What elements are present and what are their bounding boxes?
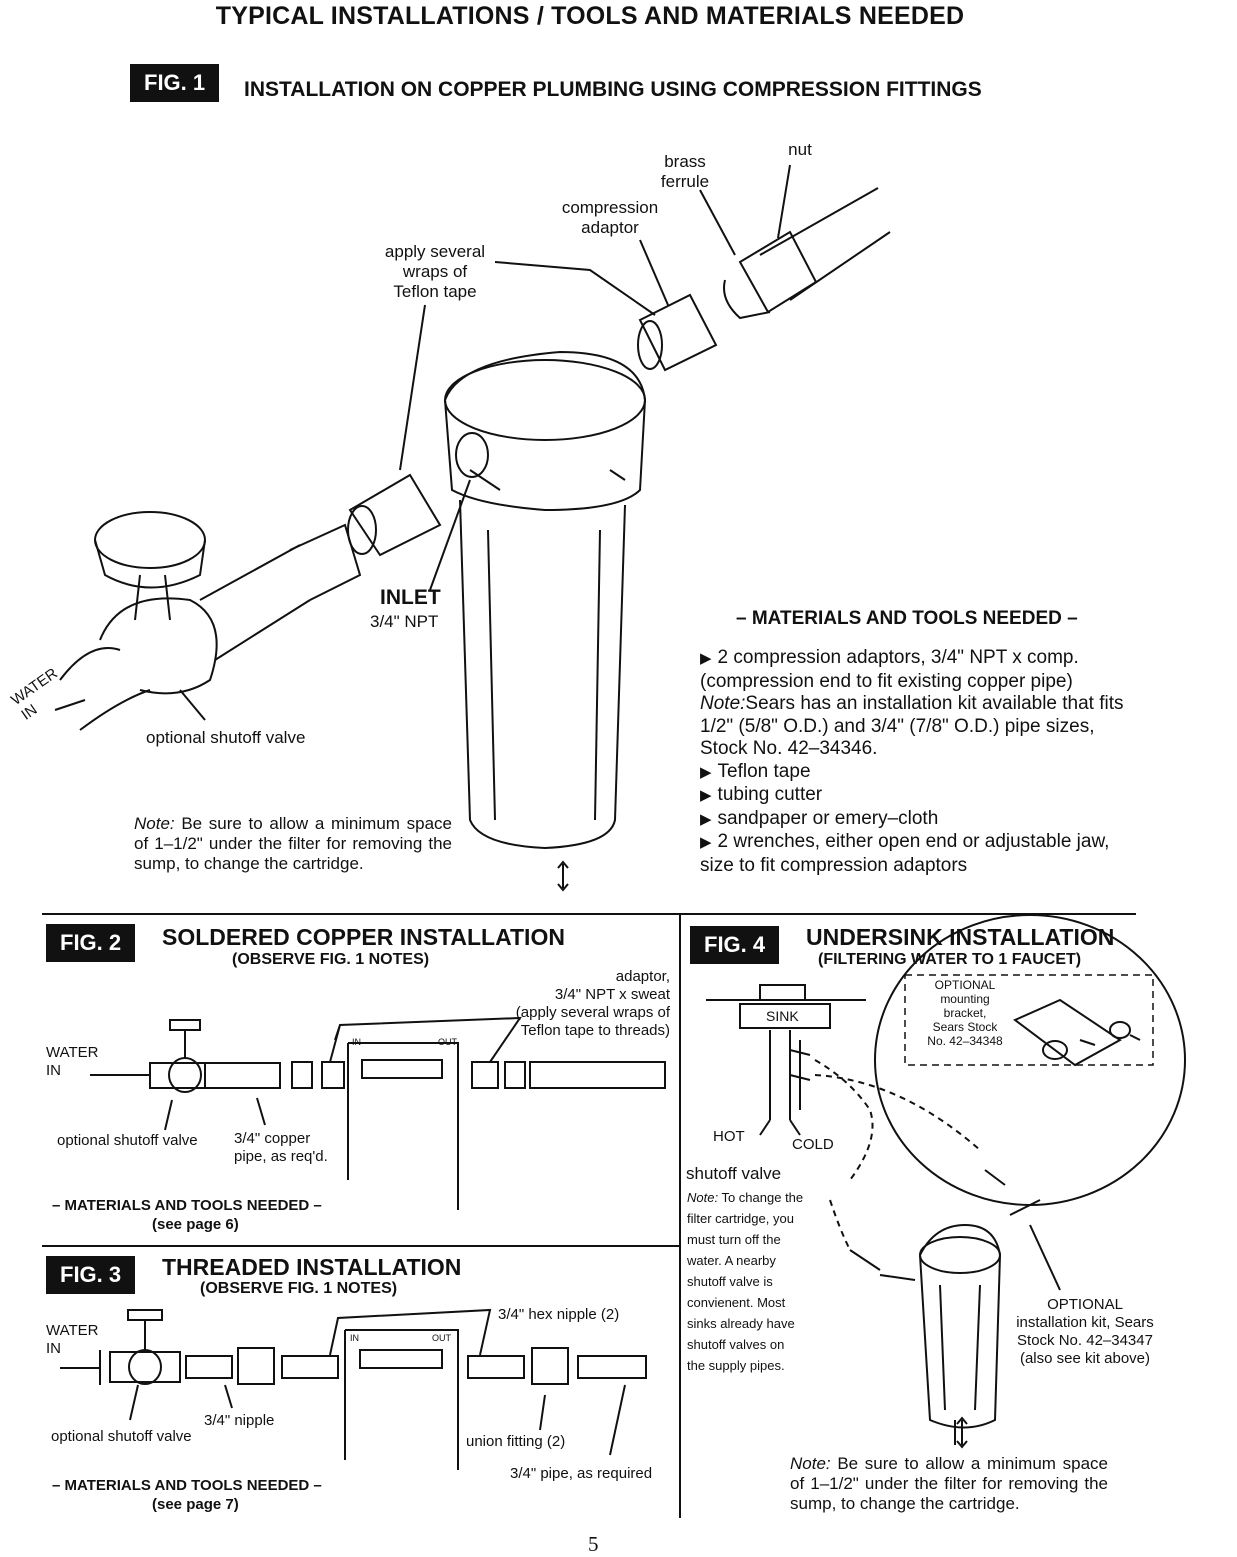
label-shutoff-valve: optional shutoff valve [146, 728, 306, 747]
fig1-materials-heading: – MATERIALS AND TOOLS NEEDED – [736, 608, 1078, 629]
fig1-tag: FIG. 1 [130, 64, 220, 102]
label-shutoff-valve: shutoff valve [686, 1164, 782, 1183]
fig2-subheading: (OBSERVE FIG. 1 NOTES) [232, 951, 430, 968]
label-teflon-tape: apply several wraps of Teflon tape [384, 242, 486, 301]
label-compression-adaptor: compression adaptor [561, 198, 659, 237]
label-water-in: WATER IN [8, 664, 61, 724]
label-shutoff-valve: optional shutoff valve [51, 1428, 192, 1445]
fig4-note: Note: Be sure to allow a minimum space o… [790, 1454, 1108, 1514]
fig3-subheading: (OBSERVE FIG. 1 NOTES) [200, 1280, 398, 1297]
fig1-materials-list: 2 compression adaptors, 3/4" NPT x comp.… [700, 647, 1125, 877]
fig1-note-text: Be sure to allow a minimum space of 1–1/… [134, 814, 452, 873]
label-shutoff-valve: optional shutoff valve [57, 1132, 198, 1149]
fig1-note: Note: Be sure to allow a minimum space o… [134, 814, 452, 874]
fig4-heading: UNDERSINK INSTALLATION [806, 924, 1115, 950]
material-item: tubing cutter [700, 784, 1125, 808]
fig3-materials-heading: – MATERIALS AND TOOLS NEEDED – [52, 1477, 322, 1494]
label-water-in: WATER IN [46, 1044, 99, 1079]
materials-note-label: Note: [700, 693, 746, 714]
fig4-tag: FIG. 4 [690, 926, 780, 964]
fig3-heading: THREADED INSTALLATION [162, 1254, 462, 1280]
fig4-subheading: (FILTERING WATER TO 1 FAUCET) [818, 951, 1082, 968]
fig3-tag: FIG. 3 [46, 1256, 136, 1294]
label-optional-kit: OPTIONAL installation kit, Sears Stock N… [1016, 1296, 1154, 1367]
fig4-side-note: Note: To change the filter cartridge, yo… [687, 1187, 805, 1376]
label-in: IN [350, 1333, 359, 1343]
materials-note-text: Sears has an installation kit available … [700, 693, 1124, 759]
label-brass-ferrule: brass ferrule [660, 152, 710, 191]
page-number: 5 [588, 1532, 599, 1556]
label-out: OUT [438, 1037, 457, 1047]
label-copper-pipe: 3/4" copper pipe, as req'd. [234, 1130, 328, 1165]
label-out: OUT [432, 1333, 451, 1343]
label-hot: HOT [713, 1128, 745, 1145]
fig4-side-note-text: To change the filter cartridge, you must… [687, 1190, 804, 1373]
label-cold: COLD [792, 1136, 834, 1153]
label-optional-bracket: OPTIONAL mounting bracket, Sears Stock N… [927, 978, 1003, 1048]
fig4-note-text: Be sure to allow a minimum space of 1–1/… [790, 1454, 1108, 1513]
label-hex-nipple: 3/4" hex nipple (2) [498, 1306, 620, 1323]
fig2-tag: FIG. 2 [46, 924, 136, 962]
fig2-materials-ref: (see page 6) [152, 1216, 239, 1233]
material-item: 2 wrenches, either open end or adjustabl… [700, 831, 1125, 877]
material-item: sandpaper or emery–cloth [700, 808, 1125, 832]
label-water-in: WATER IN [46, 1322, 99, 1357]
materials-note: Note:Sears has an installation kit avail… [700, 693, 1125, 761]
label-pipe: 3/4" pipe, as required [510, 1465, 653, 1482]
label-adaptor-sweat: adaptor, 3/4" NPT x sweat (apply several… [515, 968, 670, 1039]
fig1-note-label: Note: [134, 814, 175, 833]
page-title: TYPICAL INSTALLATIONS / TOOLS AND MATERI… [215, 2, 965, 30]
label-union-fitting: union fitting (2) [466, 1433, 566, 1450]
label-sink: SINK [766, 1008, 799, 1024]
material-item: 2 compression adaptors, 3/4" NPT x comp.… [700, 647, 1125, 693]
label-inlet: INLET [380, 586, 441, 609]
label-nut: nut [788, 140, 812, 159]
fig3-materials-ref: (see page 7) [152, 1496, 239, 1513]
fig4-note-label: Note: [790, 1454, 831, 1473]
label-nipple: 3/4" nipple [204, 1412, 275, 1429]
fig4-side-note-label: Note: [687, 1190, 719, 1205]
fig1-heading: INSTALLATION ON COPPER PLUMBING USING CO… [244, 78, 982, 101]
label-in: IN [352, 1037, 361, 1047]
label-inlet-size: 3/4" NPT [370, 612, 439, 631]
fig2-heading: SOLDERED COPPER INSTALLATION [162, 924, 565, 950]
material-item: Teflon tape [700, 761, 1125, 785]
fig2-materials-heading: – MATERIALS AND TOOLS NEEDED – [52, 1197, 322, 1214]
